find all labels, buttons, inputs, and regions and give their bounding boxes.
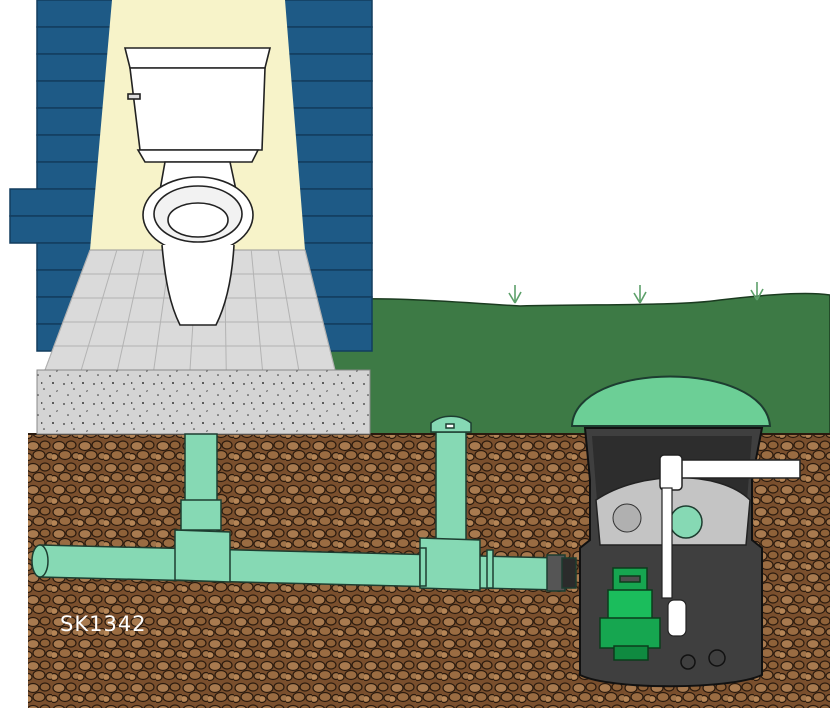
diagram-code-label: SK1342: [60, 612, 147, 636]
float-switch-icon: [668, 600, 686, 636]
cleanout-riser: [436, 432, 466, 552]
concrete-foundation: [37, 370, 370, 434]
